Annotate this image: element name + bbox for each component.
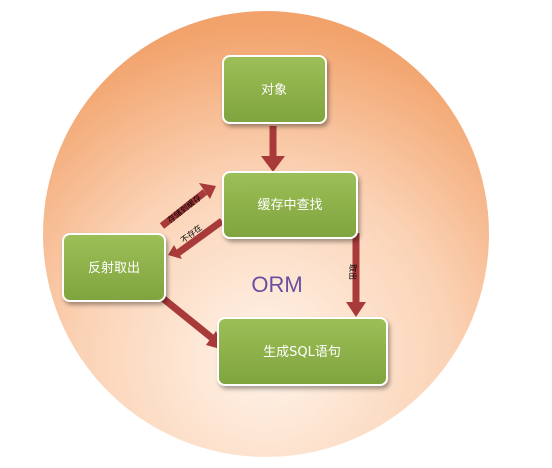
node-generate-sql-label: 生成SQL语句 (263, 345, 341, 360)
orm-label: ORM (251, 272, 302, 297)
node-cache-lookup-label: 缓存中查找 (257, 198, 322, 213)
edge-cache-to-sql: 取出 (346, 233, 366, 317)
edge-label-fetch: 取出 (348, 264, 358, 280)
node-reflect-fetch-label: 反射取出 (88, 260, 140, 276)
node-generate-sql: 生成SQL语句 (217, 317, 388, 386)
node-object: 对象 (222, 55, 327, 124)
edge-object-to-cache (261, 126, 285, 172)
node-cache-lookup: 缓存中查找 (222, 171, 358, 239)
node-object-label: 对象 (261, 83, 287, 98)
node-reflect-fetch: 反射取出 (62, 233, 166, 302)
